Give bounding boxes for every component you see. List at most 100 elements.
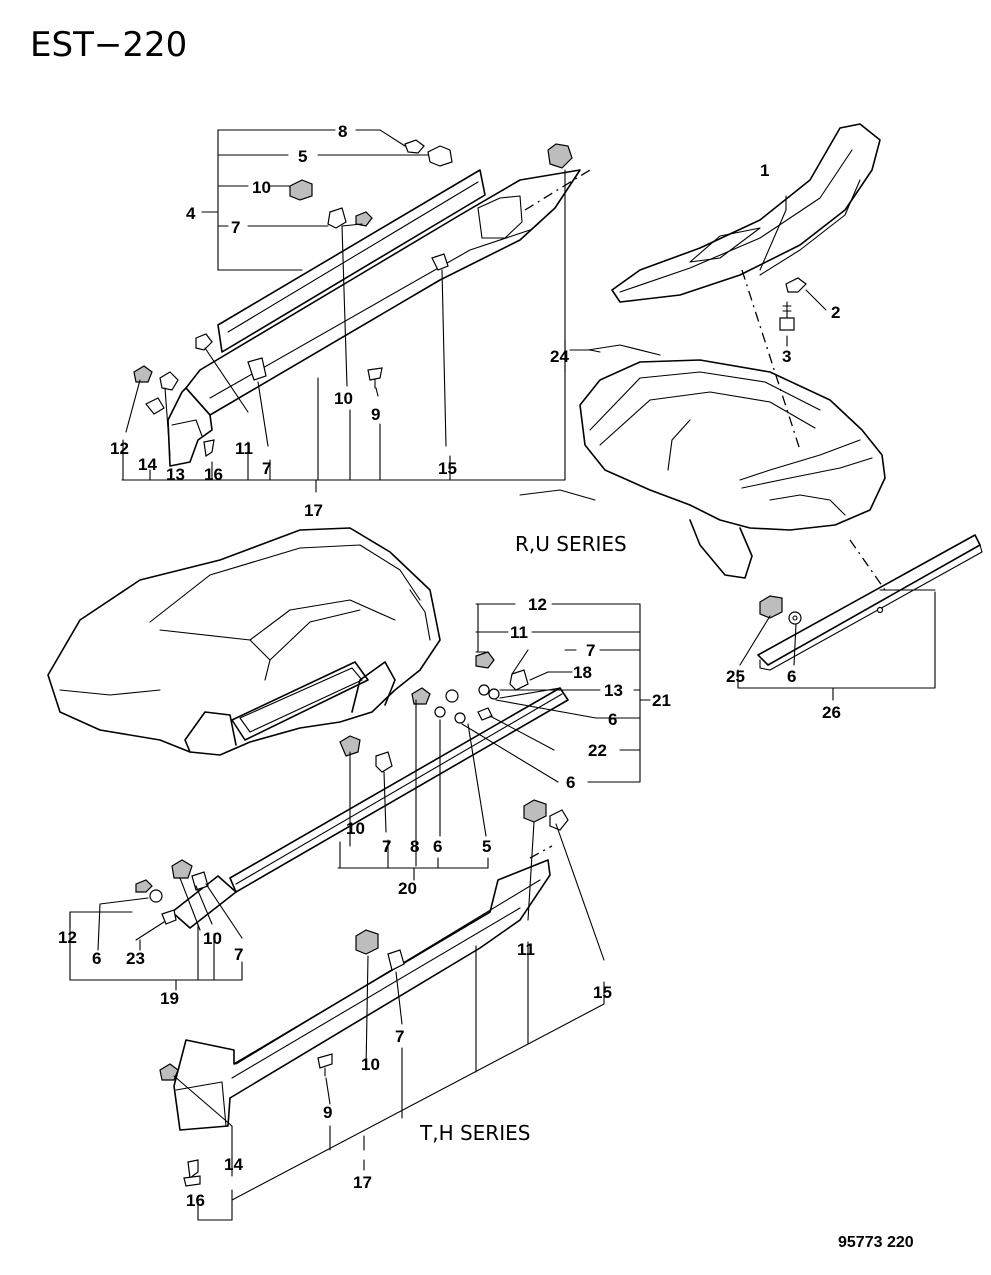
lower-side-skirt (173, 859, 551, 1131)
rocker-washer-6m (434, 706, 466, 724)
callout-12s: 12 (58, 928, 77, 947)
callout-14b: 14 (224, 1155, 243, 1174)
diagram-code: EST−220 (30, 25, 187, 65)
callout-26: 26 (822, 703, 841, 722)
callout-6r2: 6 (566, 773, 575, 792)
leader-lines-middle (69, 603, 651, 991)
rocker-clip-10m (339, 735, 361, 757)
upper-screw-9 (367, 367, 383, 389)
callout-6m: 6 (433, 837, 442, 856)
rocker-clip-7m (375, 751, 393, 773)
callout-6t: 6 (787, 667, 796, 686)
callout-13: 13 (166, 465, 185, 484)
lower-clip-15 (549, 809, 569, 831)
callout-17b: 17 (353, 1173, 372, 1192)
upper-clip-15 (431, 253, 449, 271)
callout-11: 11 (235, 439, 253, 458)
upper-clip-7 (327, 207, 347, 229)
callout-14: 14 (138, 455, 157, 474)
callout-8m: 8 (410, 837, 419, 856)
callout-7r: 7 (586, 641, 595, 660)
callout-7m: 7 (382, 837, 391, 856)
callout-8: 8 (338, 122, 347, 141)
callout-10m: 10 (346, 819, 365, 838)
upper-clip-8 (404, 139, 425, 154)
callout-7: 7 (231, 218, 240, 237)
upper-clip-11 (195, 333, 213, 351)
spoiler-clip-2 (785, 277, 807, 293)
rocker-nut-12s (135, 879, 153, 893)
callout-labels: 8 5 10 4 7 1 2 3 24 10 9 12 11 14 13 16 … (58, 122, 841, 1210)
rocker-clip-10s (171, 859, 193, 879)
rocker-clip-7s (191, 871, 209, 891)
callout-10: 10 (252, 178, 271, 197)
rocker-clip-7r (509, 669, 529, 691)
lower-clip-10 (355, 929, 379, 955)
callout-2: 2 (831, 303, 840, 322)
callout-24: 24 (550, 347, 569, 366)
rocker-nut-8 (411, 687, 431, 705)
callout-10b2: 10 (361, 1055, 380, 1074)
callout-3: 3 (782, 347, 791, 366)
upper-clip-12 (133, 365, 153, 383)
callout-20: 20 (398, 879, 417, 898)
callout-16b: 16 (186, 1191, 205, 1210)
callout-7s: 7 (234, 945, 243, 964)
leader-lines-upper (121, 129, 936, 701)
callout-13r: 13 (604, 681, 623, 700)
callout-18: 18 (573, 663, 592, 682)
callout-9: 9 (371, 405, 380, 424)
rocker-washer-6s (149, 889, 163, 903)
lower-nut-11 (523, 799, 547, 823)
callout-12: 12 (110, 439, 129, 458)
callout-15b: 15 (593, 983, 612, 1002)
rocker-washer-13 (478, 684, 500, 700)
callout-11b: 11 (517, 940, 535, 959)
upper-nut-24 (547, 143, 573, 169)
car-front-view-th (47, 527, 441, 756)
callout-12r: 12 (528, 595, 547, 614)
callout-10s: 10 (203, 929, 222, 948)
garnish-washer-6 (788, 611, 802, 625)
upper-screw-16 (203, 439, 215, 458)
callout-7b2: 7 (395, 1027, 404, 1046)
upper-clip-14 (145, 397, 165, 415)
rocker-clip-11 (475, 651, 495, 669)
callout-17: 17 (304, 501, 323, 520)
car-rear-view-ru (519, 344, 886, 579)
callout-11r: 11 (510, 623, 528, 642)
callout-5: 5 (298, 147, 307, 166)
upper-grommet-10b (355, 211, 373, 227)
rear-spoiler (611, 123, 881, 303)
callout-21: 21 (652, 691, 671, 710)
callout-7b: 7 (262, 459, 271, 478)
callout-16: 16 (204, 465, 223, 484)
rocker-screw-23 (161, 909, 177, 925)
series-label-th: T,H SERIES (419, 1121, 530, 1145)
lower-screw-9 (317, 1053, 333, 1077)
series-label-ru: R,U SERIES (515, 532, 627, 556)
callout-6r1: 6 (608, 710, 617, 729)
callout-6s: 6 (92, 949, 101, 968)
callout-5m: 5 (482, 837, 491, 856)
leader-lines-lower (173, 821, 605, 1221)
callout-10b: 10 (334, 389, 353, 408)
upper-clip-7b (247, 357, 267, 381)
garnish-nut-25 (759, 595, 783, 619)
callout-1: 1 (760, 161, 769, 180)
callout-9b: 9 (323, 1103, 332, 1122)
spoiler-bolt-3 (779, 301, 795, 331)
lower-clip-7 (387, 949, 405, 971)
tail-garnish-strip (757, 534, 983, 671)
callout-4: 4 (186, 204, 196, 223)
callout-15: 15 (438, 459, 457, 478)
callout-23: 23 (126, 949, 145, 968)
upper-clip-13 (159, 371, 179, 391)
callout-19: 19 (160, 989, 179, 1008)
upper-clip-5 (427, 145, 453, 167)
reference-number: 95773 220 (838, 1234, 914, 1251)
rocker-screw-22 (477, 707, 493, 721)
lower-screw-16 (183, 1159, 201, 1187)
